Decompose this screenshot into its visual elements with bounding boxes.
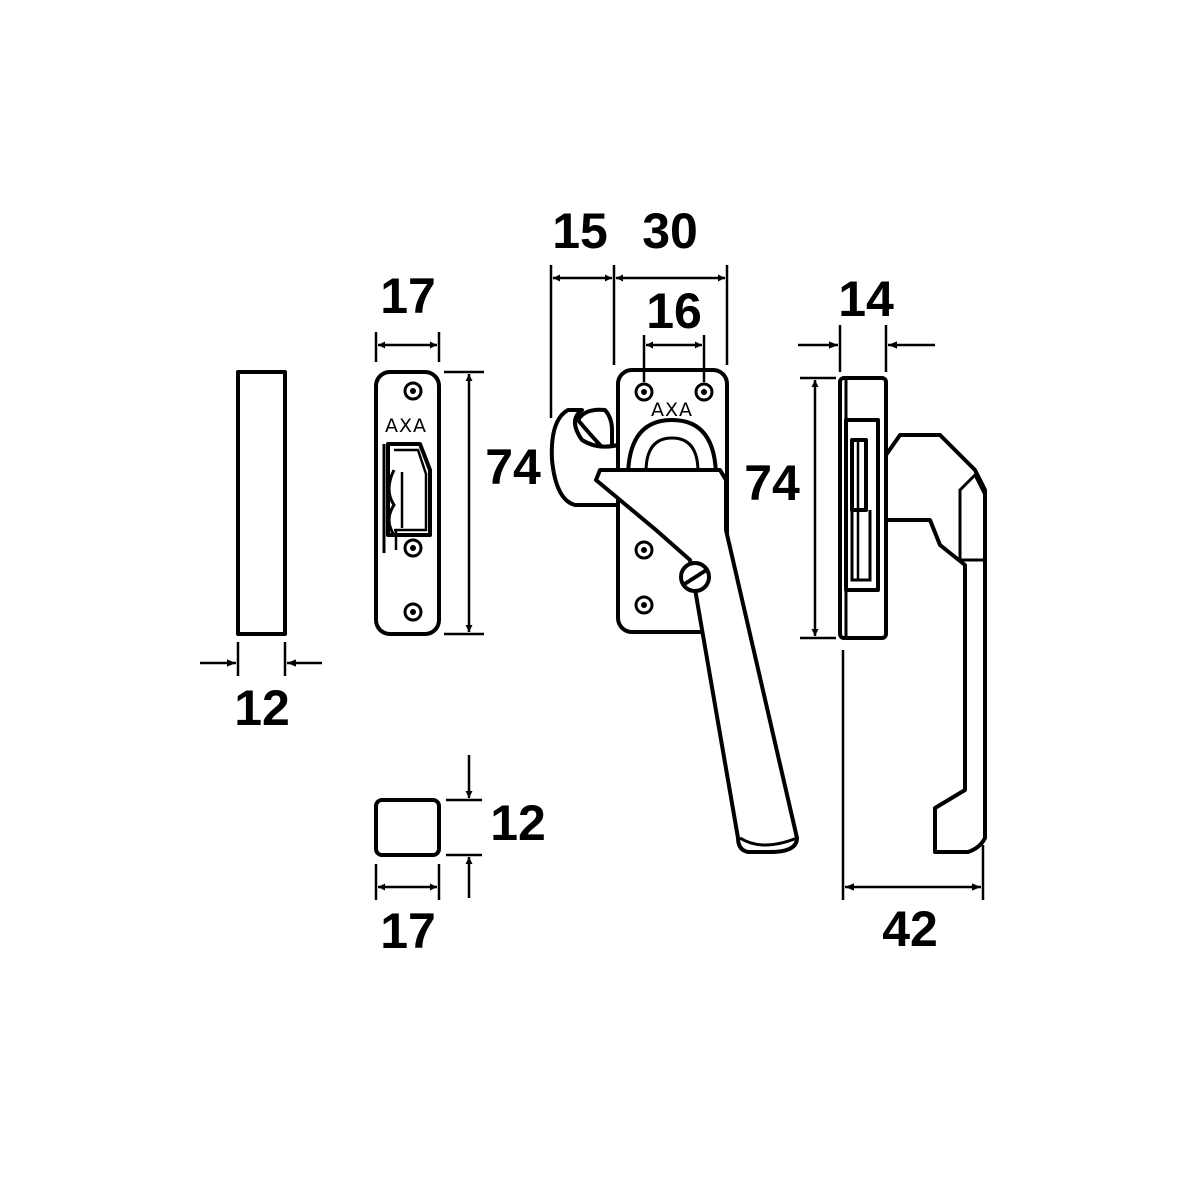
- keep-catch-slot: [382, 442, 432, 553]
- handle-side-view: 14 42: [798, 271, 987, 957]
- plate-screw-top-right: [694, 382, 714, 402]
- dim-hook-offset: 15: [552, 203, 608, 259]
- plate-brand-marking: AXA: [651, 399, 693, 421]
- side-mechanism: [844, 418, 880, 592]
- dim-projection: 42: [882, 901, 938, 957]
- dim-keep-height: 74: [485, 439, 541, 495]
- handle-lever: [594, 468, 799, 854]
- keep-plate: AXA 17 74: [374, 268, 541, 636]
- handle-dome: [626, 418, 718, 480]
- stop-block-body: [374, 798, 441, 857]
- keep-screw-bottom: [403, 602, 423, 622]
- dim-block-width: 17: [380, 903, 436, 959]
- plate-screw-middle: [634, 540, 654, 560]
- handle-dome-inner: [644, 436, 700, 473]
- handle-front-view: AXA 15 30 16 74: [549, 203, 800, 854]
- dim-hole-spacing: 16: [646, 283, 702, 339]
- handle-lever-tip: [739, 836, 798, 847]
- dim-block-height: 12: [490, 795, 546, 851]
- spacer-bar: 12: [200, 370, 322, 736]
- lever-screw: [679, 561, 711, 593]
- side-lever: [884, 433, 987, 854]
- keep-brand-marking: AXA: [385, 415, 427, 437]
- dim-spacer-width: 12: [234, 680, 290, 736]
- spacer-bar-body: [236, 370, 287, 636]
- plate-screw-top-left: [634, 382, 654, 402]
- dim-handle-height: 74: [744, 455, 800, 511]
- keep-screw-top: [403, 381, 423, 401]
- side-lever-detail: [958, 472, 987, 562]
- keep-screw-middle: [403, 538, 423, 558]
- dim-plate-width: 30: [642, 203, 698, 259]
- dim-side-depth: 14: [838, 271, 894, 327]
- stop-block: 12 17: [374, 755, 546, 959]
- dim-keep-width: 17: [380, 268, 436, 324]
- side-lever-ridge: [939, 434, 976, 471]
- plate-screw-bottom: [634, 595, 654, 615]
